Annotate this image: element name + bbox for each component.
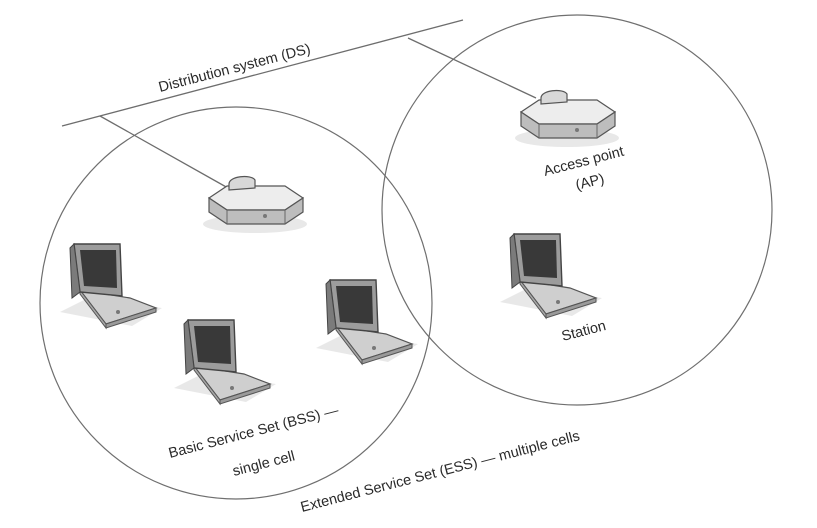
laptop-icon-center xyxy=(174,320,276,404)
second-cell-circle xyxy=(382,15,772,405)
laptop-icon-right xyxy=(316,280,418,364)
bss-label-line1: Basic Service Set (BSS) — xyxy=(167,402,341,461)
station-label: Station xyxy=(560,318,608,345)
bss-label-line2: single cell xyxy=(231,448,297,479)
access-point-icon-bss xyxy=(203,177,307,233)
ds-link-ess-ap xyxy=(408,38,536,98)
ess-label: Extended Service Set (ESS) — multiple ce… xyxy=(299,428,582,516)
access-point-label-line2: (AP) xyxy=(574,171,606,194)
ds-backbone-line xyxy=(62,20,463,126)
laptop-icon-left xyxy=(60,244,162,328)
laptop-icon-station xyxy=(500,234,602,318)
ds-link-bss-ap xyxy=(100,116,228,188)
access-point-label-line1: Access point xyxy=(542,144,626,180)
ds-label: Distribution system (DS) xyxy=(157,41,312,96)
access-point-icon-ess xyxy=(515,91,619,147)
